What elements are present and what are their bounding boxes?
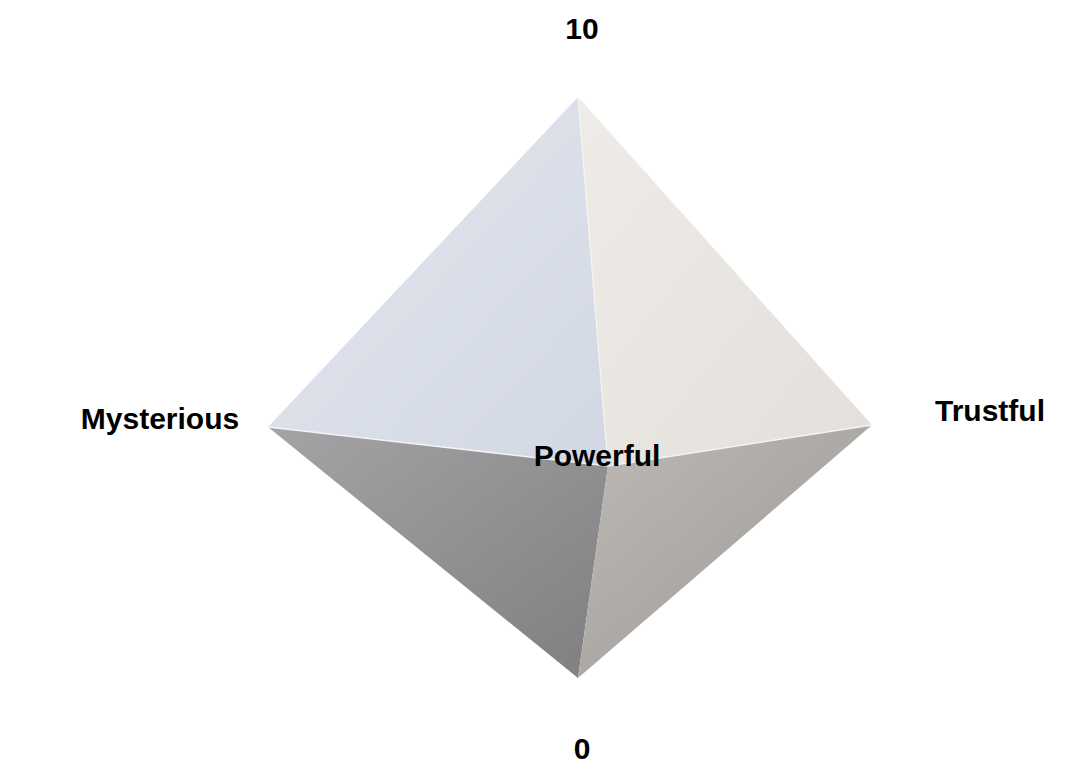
axis-max-label: 10 <box>565 12 598 45</box>
edge-highlight <box>578 97 608 466</box>
axis-min-label: 0 <box>574 732 591 765</box>
upper-left-face <box>268 97 608 466</box>
attribute-label: Powerful <box>534 439 661 472</box>
upper-right-face <box>578 97 872 466</box>
attribute-label: Mysterious <box>81 402 239 435</box>
attribute-label: Trustful <box>935 394 1045 427</box>
